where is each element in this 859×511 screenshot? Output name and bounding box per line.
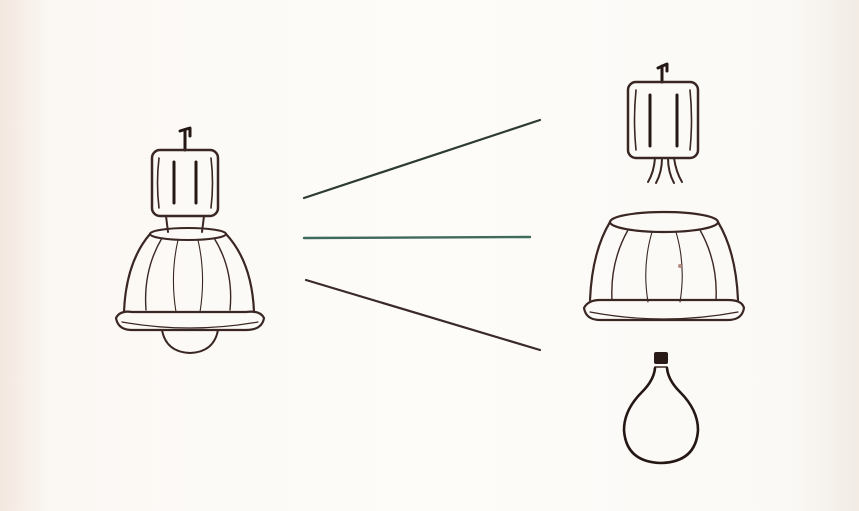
assembled-reflector xyxy=(116,228,264,330)
assembled-ballast-box xyxy=(152,150,218,232)
connector-line-bulb xyxy=(306,280,540,350)
assembled-bulb-tip xyxy=(162,330,218,353)
connector-lines xyxy=(304,120,540,350)
pendant-lamp-assembled-icon xyxy=(116,128,264,353)
light-bulb-icon xyxy=(624,352,698,463)
ballast-housing-icon xyxy=(628,64,698,183)
reflector-dome-icon xyxy=(584,212,744,320)
hanger-hook-icon xyxy=(180,128,190,150)
connector-line-ballast xyxy=(304,120,540,198)
connector-line-reflector xyxy=(304,237,530,238)
